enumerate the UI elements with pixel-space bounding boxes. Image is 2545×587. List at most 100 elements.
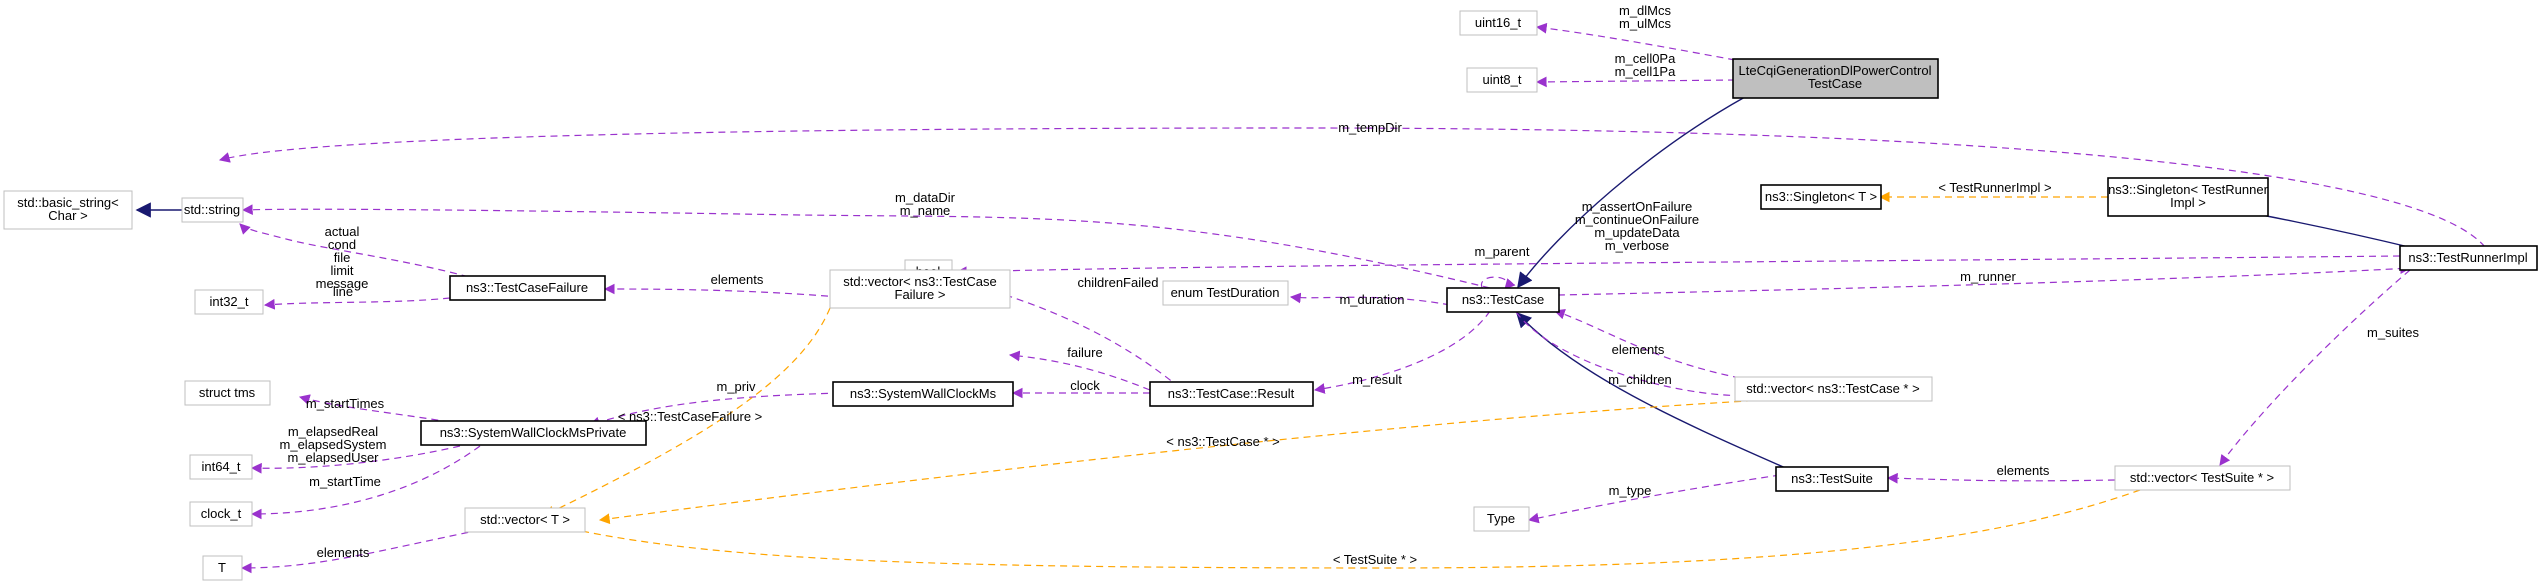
edge-duration	[1289, 292, 1451, 306]
edge-priv	[588, 392, 841, 428]
text-line: m_ulMcs	[1619, 16, 1672, 31]
label-clock: clock	[1070, 378, 1100, 393]
text-line: m_cell0Pa	[1615, 51, 1676, 66]
edge-failure-link	[1008, 350, 1151, 391]
svg-text:Type: Type	[1487, 511, 1515, 526]
node-clock-t[interactable]: clock_t	[189, 501, 253, 527]
svg-text:ns3::Singleton< T >: ns3::Singleton< T >	[1765, 189, 1877, 204]
text-line: std::vector< ns3::TestCase	[843, 274, 997, 289]
node-test-case-result[interactable]: ns3::TestCase::Result	[1149, 381, 1314, 407]
node-enum-test-duration[interactable]: enum TestDuration	[1162, 280, 1289, 306]
label-parent: m_parent	[1475, 244, 1530, 259]
text-line: < ns3::TestCaseFailure >	[618, 409, 763, 424]
text-line: message	[316, 276, 369, 291]
edge-failure-elements	[603, 283, 841, 298]
node-std-string[interactable]: std::string	[181, 197, 244, 223]
text-line: ns3::Singleton< TestRunner	[2108, 182, 2269, 197]
node-uint16-t[interactable]: uint16_t	[1459, 10, 1538, 36]
node-t[interactable]: T	[202, 555, 243, 581]
node-std-basic-string[interactable]: std::basic_string<Char >	[3, 190, 133, 230]
text-line: TestCase	[1808, 76, 1862, 91]
label-suites: m_suites	[2367, 325, 2420, 340]
node-vector-test-case-ptr[interactable]: std::vector< ns3::TestCase * >	[1734, 376, 1933, 402]
node-struct-tms[interactable]: struct tms	[184, 380, 271, 406]
edge-suites	[2219, 269, 2411, 466]
node-int64-t[interactable]: int64_t	[189, 454, 253, 480]
svg-text:ns3::TestCase: ns3::TestCase	[1462, 292, 1544, 307]
text-line: ns3::TestRunnerImpl	[2408, 250, 2527, 265]
label-case-elements: elements	[1612, 342, 1665, 357]
node-test-case-failure[interactable]: ns3::TestCaseFailure	[449, 275, 606, 301]
text-line: m_verbose	[1605, 238, 1669, 253]
text-line: < TestSuite * >	[1333, 552, 1417, 567]
text-line: line	[333, 284, 353, 299]
svg-text:std::vector< TestSuite * >: std::vector< TestSuite * >	[2130, 470, 2274, 485]
text-line: struct tms	[199, 385, 256, 400]
node-singleton-t[interactable]: ns3::Singleton< T >	[1760, 184, 1882, 210]
edge-runner-flags	[955, 255, 2401, 278]
node-vector-t[interactable]: std::vector< T >	[464, 507, 586, 533]
text-line: failure	[1067, 345, 1102, 360]
edge-suite-elements	[1886, 472, 2116, 484]
node-test-suite[interactable]: ns3::TestSuite	[1775, 466, 1889, 492]
edge-data-dir	[241, 204, 1491, 289]
svg-text:int64_t: int64_t	[201, 459, 240, 474]
svg-text:ns3::SystemWallClockMs: ns3::SystemWallClockMs	[850, 386, 997, 401]
node-uint8-t[interactable]: uint8_t	[1466, 67, 1538, 93]
edge-lte-case-to-test-case	[1517, 96, 1746, 289]
node-system-wall-clock-ms[interactable]: ns3::SystemWallClockMs	[832, 381, 1014, 407]
svg-text:std::vector< T >: std::vector< T >	[480, 512, 570, 527]
svg-text:uint8_t: uint8_t	[1482, 72, 1521, 87]
text-line: LteCqiGenerationDlPowerControl	[1739, 63, 1932, 78]
edge-cell-pa	[1535, 76, 1736, 88]
node-type[interactable]: Type	[1473, 506, 1530, 532]
text-line: m_children	[1608, 372, 1672, 387]
node-test-runner-impl[interactable]: ns3::TestRunnerImpl	[2399, 245, 2538, 271]
label-vec-suite-tmpl: < TestSuite * >	[1333, 552, 1417, 567]
text-line: Type	[1487, 511, 1515, 526]
label-m-type: m_type	[1609, 483, 1652, 498]
text-line: clock	[1070, 378, 1100, 393]
text-line: < TestRunnerImpl >	[1938, 180, 2051, 195]
label-vec-case-tmpl: < ns3::TestCase * >	[1166, 434, 1279, 449]
node-system-wall-clock-ms-private[interactable]: ns3::SystemWallClockMsPrivate	[420, 420, 647, 446]
label-temp-dir: m_tempDir	[1338, 120, 1402, 135]
text-line: std::vector< TestSuite * >	[2130, 470, 2274, 485]
node-test-case[interactable]: ns3::TestCase	[1446, 287, 1560, 313]
svg-text:ns3::Singleton< TestRunnerImpl: ns3::Singleton< TestRunnerImpl >	[2108, 182, 2269, 210]
text-line: cond	[328, 237, 356, 252]
edge-case-elements	[1553, 308, 1741, 379]
edge-children	[1515, 311, 1754, 402]
label-singleton-tmpl: < TestRunnerImpl >	[1938, 180, 2051, 195]
label-failure-link: failure	[1067, 345, 1102, 360]
text-line: m_tempDir	[1338, 120, 1402, 135]
node-vector-test-suite-ptr[interactable]: std::vector< TestSuite * >	[2114, 465, 2291, 491]
text-line: uint8_t	[1482, 72, 1521, 87]
text-line: elements	[1997, 463, 2050, 478]
label-start-time: m_startTime	[309, 474, 381, 489]
text-line: int32_t	[209, 294, 248, 309]
text-line: elements	[711, 272, 764, 287]
svg-text:ns3::TestRunnerImpl: ns3::TestRunnerImpl	[2408, 250, 2527, 265]
text-line: clock_t	[201, 506, 242, 521]
svg-text:std::basic_string<Char >: std::basic_string<Char >	[17, 195, 119, 223]
edge-elapsed	[250, 445, 461, 474]
text-line: m_startTimes	[306, 396, 385, 411]
text-line: m_result	[1352, 372, 1402, 387]
text-line: m_type	[1609, 483, 1652, 498]
text-line: m_dataDir	[895, 190, 956, 205]
label-runner: m_runner	[1960, 269, 2016, 284]
edge-parent	[1481, 276, 1516, 298]
node-int32-t[interactable]: int32_t	[194, 289, 264, 315]
label-line: line	[333, 284, 353, 299]
edge-start-times	[298, 394, 463, 425]
text-line: actual	[325, 224, 360, 239]
edge-t-elements	[240, 529, 481, 574]
